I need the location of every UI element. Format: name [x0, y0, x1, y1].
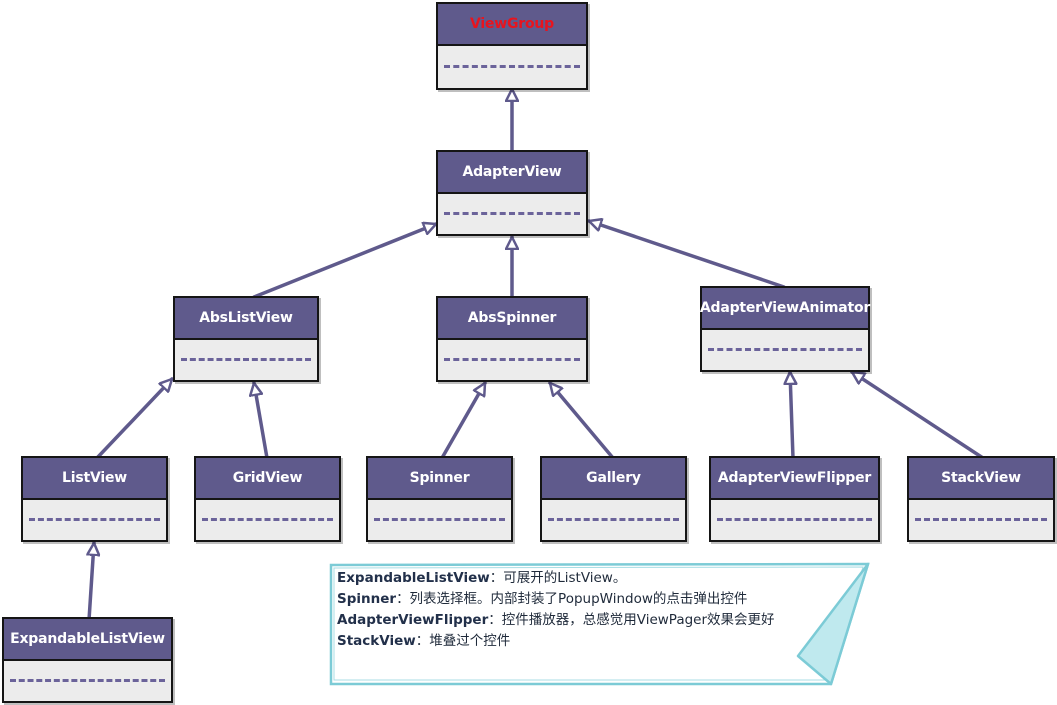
class-expandablelistview-name: ExpandableListView	[10, 631, 165, 647]
class-absspinner-header: AbsSpinner	[438, 298, 586, 340]
class-gallery: Gallery	[540, 456, 687, 542]
class-stackview-name: StackView	[941, 470, 1021, 486]
class-viewgroup-body	[438, 46, 586, 88]
divider	[181, 358, 311, 361]
class-absspinner-name: AbsSpinner	[467, 310, 557, 326]
note-line-expandablelistview: ExpandableListView：可展开的ListView。	[337, 568, 857, 589]
class-adapterviewanimator-header: AdapterViewAnimator	[699, 288, 871, 330]
class-spinner: Spinner	[366, 456, 513, 542]
class-gallery-name: Gallery	[586, 470, 641, 486]
note-text: ExpandableListView：可展开的ListView。 Spinner…	[337, 568, 857, 652]
divider	[202, 518, 333, 521]
class-viewgroup: ViewGroup	[436, 2, 588, 90]
class-gridview-name: GridView	[232, 470, 303, 486]
class-abslistview-body	[175, 340, 317, 380]
class-gallery-body	[542, 500, 685, 540]
divider	[29, 518, 160, 521]
note-term: StackView	[337, 633, 416, 649]
class-adapterviewflipper-body	[711, 500, 878, 540]
class-viewgroup-name: ViewGroup	[469, 16, 555, 32]
note-term: ExpandableListView	[337, 570, 490, 586]
class-stackview: StackView	[907, 456, 1055, 542]
class-stackview-body	[909, 500, 1053, 540]
class-abslistview-name: AbsListView	[199, 310, 293, 326]
class-absspinner: AbsSpinner	[436, 296, 588, 382]
divider	[374, 518, 505, 521]
divider	[444, 65, 580, 68]
edge-gridview-abslistview	[254, 381, 269, 460]
note-fold	[796, 562, 870, 686]
edge-gallery-absspinner	[548, 381, 615, 460]
class-listview-header: ListView	[23, 458, 166, 500]
class-spinner-body	[368, 500, 511, 540]
note-desc: ：列表选择框。内部封装了PopupWindow的点击弹出控件	[396, 591, 748, 607]
divider	[708, 348, 862, 351]
class-adapterviewflipper: AdapterViewFlipper	[709, 456, 880, 542]
class-spinner-name: Spinner	[409, 470, 470, 486]
class-adapterview: AdapterView	[436, 150, 588, 236]
edge-abslistview-adapterview	[252, 224, 438, 299]
class-adapterview-body	[438, 194, 586, 234]
note-line-spinner: Spinner：列表选择框。内部封装了PopupWindow的点击弹出控件	[337, 589, 857, 610]
class-gridview-header: GridView	[196, 458, 339, 500]
class-adapterview-header: AdapterView	[438, 152, 586, 194]
divider	[10, 679, 165, 682]
edge-spinner-absspinner	[440, 381, 487, 460]
class-stackview-header: StackView	[909, 458, 1053, 500]
divider	[444, 358, 580, 361]
note-line-adapterviewflipper: AdapterViewFlipper：控件播放器，总感觉用ViewPager效果…	[337, 610, 857, 631]
note-desc: ：控件播放器，总感觉用ViewPager效果会更好	[488, 612, 775, 628]
class-expandablelistview-header: ExpandableListView	[4, 619, 171, 661]
class-adapterviewanimator-name: AdapterViewAnimator	[699, 300, 871, 316]
class-expandablelistview: ExpandableListView	[2, 617, 173, 703]
class-adapterviewflipper-header: AdapterViewFlipper	[711, 458, 878, 500]
class-spinner-header: Spinner	[368, 458, 511, 500]
class-expandablelistview-body	[4, 661, 171, 701]
divider	[444, 212, 580, 215]
class-gridview-body	[196, 500, 339, 540]
class-listview-body	[23, 500, 166, 540]
class-adapterviewanimator-body	[702, 330, 868, 370]
edge-expandablelistview-listview	[89, 541, 94, 622]
note-term: AdapterViewFlipper	[337, 612, 489, 628]
class-abslistview: AbsListView	[173, 296, 319, 382]
note-line-stackview: StackView：堆叠过个控件	[337, 631, 857, 652]
edge-adapterviewanimator-adapterview	[587, 221, 786, 289]
divider	[717, 518, 872, 521]
class-adapterview-name: AdapterView	[462, 164, 562, 180]
class-adapterviewanimator: AdapterViewAnimator	[700, 286, 870, 372]
class-viewgroup-header: ViewGroup	[438, 4, 586, 46]
divider	[548, 518, 679, 521]
note-desc: ：堆叠过个控件	[415, 633, 511, 649]
class-listview-name: ListView	[62, 470, 127, 486]
divider	[915, 518, 1047, 521]
class-adapterviewflipper-name: AdapterViewFlipper	[717, 470, 872, 486]
edge-stackview-adapterviewanimator	[850, 370, 985, 460]
note-term: Spinner	[337, 591, 397, 607]
class-listview: ListView	[21, 456, 168, 542]
class-gridview: GridView	[194, 456, 341, 542]
class-abslistview-header: AbsListView	[175, 298, 317, 340]
edge-adapterviewflipper-adapterviewanimator	[790, 370, 793, 460]
note-desc: ：可展开的ListView。	[489, 570, 627, 586]
edge-listview-abslistview	[95, 377, 174, 460]
class-gallery-header: Gallery	[542, 458, 685, 500]
class-absspinner-body	[438, 340, 586, 380]
